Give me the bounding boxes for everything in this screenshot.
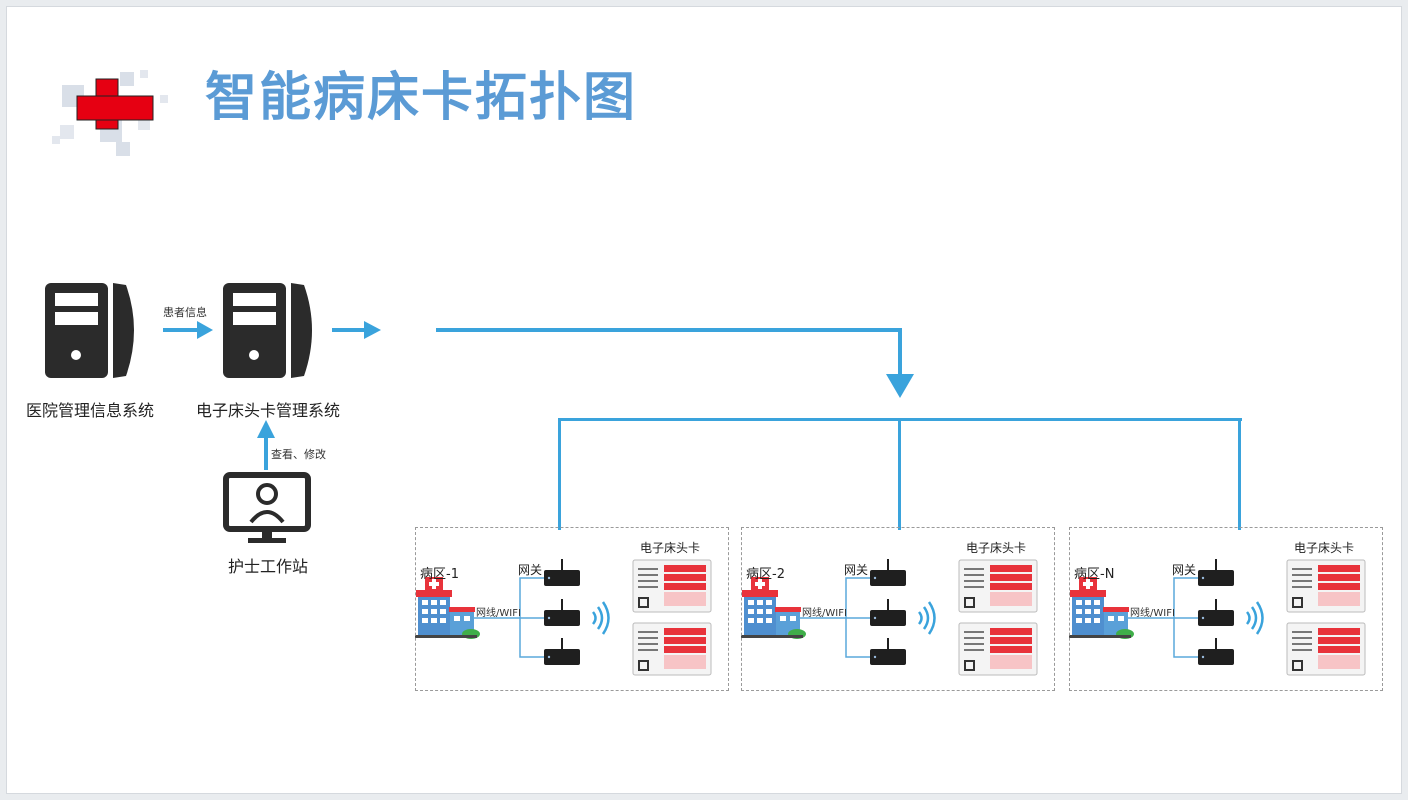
hospital-building-icon [741,577,806,639]
gateway-device-icon [544,638,580,665]
ward-zone-3 [1069,527,1383,691]
hospital-building-icon [1069,577,1134,639]
edge-label-view-modify: 查看、修改 [271,448,326,461]
bed-card-label: 电子床头卡 [966,541,1027,555]
wifi-icon [591,601,610,635]
server-icon-his [45,283,134,378]
bed-card-device [632,559,712,613]
link-label: 网线/WIFI [1130,608,1175,619]
gateway-label: 网关 [518,563,543,577]
link-label: 网线/WIFI [802,608,847,619]
gateway-device-icon [544,559,580,586]
node-label-his: 医院管理信息系统 [26,401,155,420]
gateway-device-icon [1198,638,1234,665]
gateway-label: 网关 [1172,563,1197,577]
gateway-label: 网关 [844,563,869,577]
ward-zone-1 [415,527,729,691]
ward-name: 病区-1 [420,567,459,582]
connector-lines [436,328,1242,530]
server-icon-ebcms [223,283,312,378]
gateway-device-icon [1198,599,1234,626]
connector-arrows [163,321,381,470]
bed-card-device [958,622,1038,676]
ward-zones-graphics [415,559,1366,676]
gateway-device-icon [870,599,906,626]
ward-zone-graphics [415,559,712,676]
bed-card-device [1286,622,1366,676]
node-label-nurse: 护士工作站 [228,557,309,576]
ward-name: 病区-N [1074,567,1115,582]
gateway-device-icon [870,559,906,586]
ward-zone-2 [741,527,1055,691]
ward-zone-graphics [741,559,1038,676]
bed-card-label: 电子床头卡 [1294,541,1355,555]
link-label: 网线/WIFI [476,608,521,619]
node-label-ebcms: 电子床头卡管理系统 [196,401,341,420]
bed-card-device [1286,559,1366,613]
edge-label-patient-info: 患者信息 [163,306,207,319]
ward-zone-graphics [1069,559,1366,676]
wifi-icon [1245,601,1264,635]
bed-card-device [632,622,712,676]
medical-cross-logo [52,70,168,156]
ward-name: 病区-2 [746,567,785,582]
gateway-device-icon [870,638,906,665]
bed-card-device [958,559,1038,613]
bed-card-label: 电子床头卡 [640,541,701,555]
hospital-building-icon [415,577,480,639]
gateway-device-icon [544,599,580,626]
nurse-workstation-icon [223,472,311,543]
gateway-device-icon [1198,559,1234,586]
page-title: 智能病床卡拓扑图 [205,68,638,128]
wifi-icon [917,601,936,635]
